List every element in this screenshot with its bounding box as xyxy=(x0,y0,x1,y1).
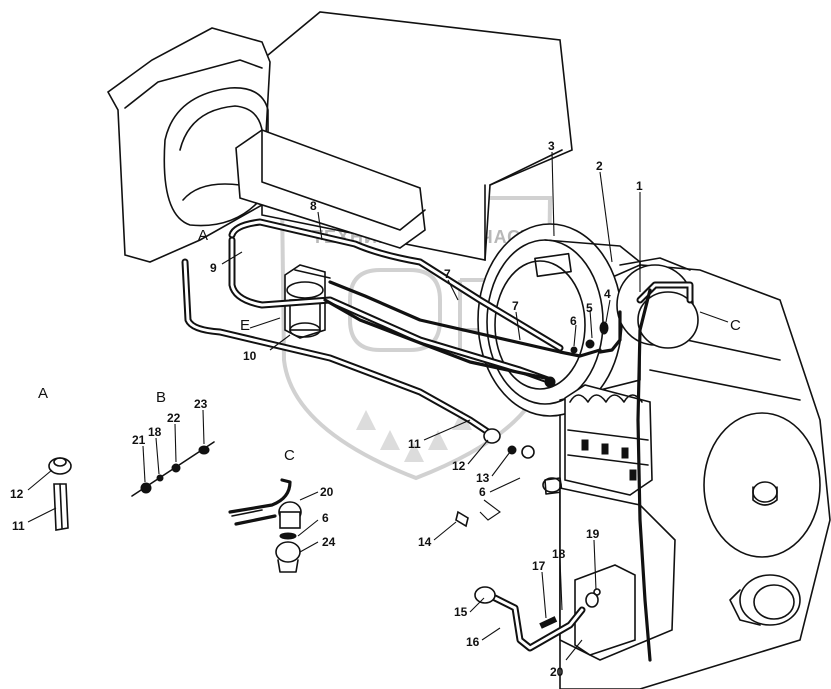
detail-b-label-18: 18 xyxy=(148,425,162,439)
callout-14: 14 xyxy=(418,535,432,549)
detail-c-label-6: 6 xyxy=(322,511,329,525)
callout-15: 15 xyxy=(454,605,468,619)
detail-b-label-23: 23 xyxy=(194,397,208,411)
callout-3: 3 xyxy=(548,139,555,153)
callout-1: 1 xyxy=(636,179,643,193)
callout-19: 19 xyxy=(586,527,600,541)
detail-b-title: B xyxy=(156,389,166,406)
callout-2: 2 xyxy=(596,159,603,173)
leader-lines xyxy=(221,151,729,661)
callout-10: 10 xyxy=(243,349,257,363)
callout-7b: 7 xyxy=(512,299,519,313)
detail-b-label-21: 21 xyxy=(132,433,146,447)
callout-11: 11 xyxy=(408,437,421,451)
injection-pump xyxy=(542,384,676,661)
callout-9: 9 xyxy=(210,261,217,275)
callout-4: 4 xyxy=(604,287,611,301)
pump-element-row xyxy=(567,394,649,481)
detail-b-label-22: 22 xyxy=(167,411,181,425)
fuel-lines xyxy=(181,218,694,662)
engine-body xyxy=(106,11,831,689)
detail-a: A 12 11 xyxy=(10,385,72,533)
callout-6: 6 xyxy=(570,314,577,328)
wheat-emblem-icon xyxy=(356,410,472,462)
callout-16: 16 xyxy=(466,635,480,649)
detail-c-label-20: 20 xyxy=(320,485,334,499)
callout-8: 8 xyxy=(310,199,317,213)
callout-6b: 6 xyxy=(479,485,486,499)
callout-17: 17 xyxy=(532,559,546,573)
callout-7a: 7 xyxy=(444,267,451,281)
letter-a-marker: A xyxy=(198,227,208,244)
callout-20: 20 xyxy=(550,665,564,679)
callout-5: 5 xyxy=(586,301,593,315)
detail-c-title: C xyxy=(284,447,295,464)
detail-a-label-12: 12 xyxy=(10,487,24,501)
callouts: 1 2 3 4 5 6 7 7 8 9 10 11 12 13 6 14 15 … xyxy=(198,139,741,679)
detail-c: C 20 6 24 xyxy=(228,447,336,573)
detail-a-title: A xyxy=(38,385,48,402)
callout-18: 18 xyxy=(552,547,566,561)
letter-e-marker: E xyxy=(240,317,250,334)
letter-c-marker: C xyxy=(730,317,741,334)
detail-b: B 21 18 22 23 xyxy=(131,389,215,497)
callout-12: 12 xyxy=(452,459,466,473)
detail-c-label-24: 24 xyxy=(322,535,336,549)
detail-a-label-11: 11 xyxy=(12,519,25,533)
callout-13: 13 xyxy=(476,471,490,485)
